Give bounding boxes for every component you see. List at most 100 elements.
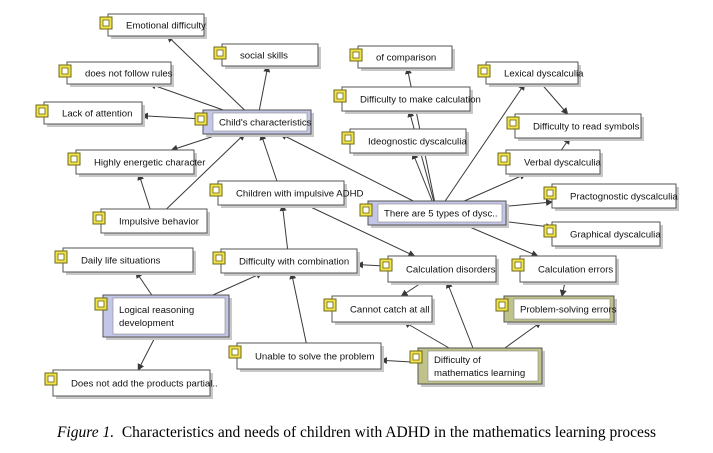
concept-icon-detail bbox=[97, 300, 105, 308]
node-label: Difficulty to read symbols bbox=[533, 122, 640, 133]
node-box bbox=[100, 208, 208, 234]
node-box bbox=[341, 86, 471, 112]
node-lexical[interactable]: Lexical dyscalculia bbox=[477, 61, 584, 87]
node-label: Practognostic dyscalculia bbox=[570, 192, 678, 203]
concept-icon-detail bbox=[362, 206, 370, 214]
node-products[interactable]: Does not add the products partial.. bbox=[44, 369, 218, 399]
node-attention[interactable]: Lack of attention bbox=[35, 101, 145, 127]
connector-five_types-to-calc_err bbox=[464, 224, 539, 257]
node-box bbox=[331, 295, 433, 323]
concept-icon-detail bbox=[95, 214, 103, 222]
node-label: Calculation disorders bbox=[406, 265, 496, 276]
node-energetic[interactable]: Highly energetic character bbox=[67, 149, 206, 177]
connector-impulsive_adhd-to-child bbox=[259, 133, 278, 182]
node-label: Cannot catch at all bbox=[350, 305, 429, 316]
node-unable[interactable]: Unable to solve the problem bbox=[228, 342, 384, 372]
node-label: Emotional difficulty bbox=[126, 21, 206, 32]
concept-icon-detail bbox=[231, 348, 239, 356]
concept-icon-detail bbox=[546, 227, 554, 235]
connector-impulsive_adhd-to-calc_dis bbox=[306, 204, 416, 257]
node-label: Lexical dyscalculia bbox=[504, 69, 584, 80]
node-label: Calculation errors bbox=[538, 265, 613, 276]
node-read-symbols[interactable]: Difficulty to read symbols bbox=[506, 113, 644, 141]
node-label: Highly energetic character bbox=[94, 158, 206, 169]
connector-five_types-to-lexical bbox=[444, 83, 526, 202]
node-label: Graphical dyscalculia bbox=[570, 230, 661, 241]
node-box bbox=[75, 149, 195, 175]
connector-child-to-attention bbox=[141, 112, 204, 120]
connector-five_types-to-verbal bbox=[464, 173, 527, 202]
concept-icon-detail bbox=[509, 119, 517, 127]
node-label: Unable to solve the problem bbox=[255, 352, 374, 363]
concept-icon-detail bbox=[352, 51, 360, 59]
node-label: Difficulty with combination bbox=[239, 257, 349, 268]
node-box bbox=[505, 149, 601, 175]
concept-icon-detail bbox=[70, 155, 78, 163]
node-verbal[interactable]: Verbal dyscalculia bbox=[497, 149, 603, 177]
node-comparison[interactable]: of comparison bbox=[349, 45, 455, 71]
concept-icon-detail bbox=[480, 67, 488, 75]
figure-caption: Figure 1. Characteristics and needs of c… bbox=[0, 424, 713, 442]
node-calc-diff[interactable]: Difficulty to make calculation bbox=[333, 86, 481, 114]
node-label: There are 5 types of dysc.. bbox=[384, 209, 498, 220]
node-label: Daily life situations bbox=[81, 256, 161, 267]
node-combination[interactable]: Difficulty with combination bbox=[212, 248, 360, 276]
node-rules[interactable]: does not follow rules bbox=[58, 61, 174, 87]
node-calc-err[interactable]: Calculation errors bbox=[511, 255, 619, 285]
node-child[interactable]: Child's characteristics bbox=[194, 109, 314, 137]
connector-math_learning-to-problem_err bbox=[504, 321, 542, 349]
concept-icon-detail bbox=[61, 67, 69, 75]
concept-icon-detail bbox=[215, 254, 223, 262]
connector-child-to-emotional bbox=[166, 35, 245, 111]
concept-icon-detail bbox=[382, 261, 390, 269]
figure-caption-text: Characteristics and needs of children wi… bbox=[121, 424, 657, 441]
node-emotional[interactable]: Emotional difficulty bbox=[99, 13, 207, 39]
connector-child-to-social bbox=[258, 65, 271, 111]
node-impulsive-beh[interactable]: Impulsive behavior bbox=[92, 208, 210, 236]
node-impulsive-adhd[interactable]: Children with impulsive ADHD bbox=[209, 180, 363, 208]
concept-icon-detail bbox=[216, 49, 224, 57]
node-label: Ideognostic dyscalculia bbox=[368, 137, 467, 148]
connector-five_types-to-practo bbox=[505, 199, 553, 207]
node-box bbox=[387, 255, 497, 283]
node-label: of comparison bbox=[376, 53, 436, 64]
concept-icon-detail bbox=[344, 134, 352, 142]
connector-unable-to-combination bbox=[289, 272, 307, 344]
node-practo[interactable]: Practognostic dyscalculia bbox=[543, 183, 679, 211]
concept-icon-detail bbox=[38, 107, 46, 115]
node-label: Lack of attention bbox=[62, 109, 132, 120]
node-label-area bbox=[377, 203, 503, 223]
connector-lexical-to-read_symbols bbox=[541, 83, 569, 115]
concept-icon-detail bbox=[412, 353, 420, 361]
node-label: Impulsive behavior bbox=[119, 217, 200, 228]
concept-icon-detail bbox=[47, 375, 55, 383]
node-five-types[interactable]: There are 5 types of dysc.. bbox=[359, 200, 509, 228]
node-box bbox=[514, 113, 642, 139]
node-box bbox=[236, 342, 382, 370]
node-daily[interactable]: Daily life situations bbox=[54, 247, 196, 275]
figure-label: Figure 1. bbox=[56, 424, 115, 441]
connector-logical-to-products bbox=[137, 336, 156, 371]
node-cannot-catch[interactable]: Cannot catch at all bbox=[323, 295, 435, 325]
node-calc-dis[interactable]: Calculation disorders bbox=[379, 255, 499, 285]
connector-five_types-to-child bbox=[279, 133, 414, 202]
node-problem-err[interactable]: Problem-solving errors bbox=[495, 295, 617, 325]
concept-map: Emotional difficulty social skills does no… bbox=[35, 13, 679, 399]
node-box bbox=[551, 183, 677, 209]
node-graphical[interactable]: Graphical dyscalculia bbox=[543, 221, 663, 249]
node-label: Children with impulsive ADHD bbox=[236, 189, 363, 200]
connector-logical-to-daily bbox=[135, 271, 153, 296]
node-label-area bbox=[112, 297, 226, 335]
connector-math_learning-to-cannot_catch bbox=[403, 321, 450, 349]
node-ideognostic[interactable]: Ideognostic dyscalculia bbox=[341, 128, 469, 156]
node-box bbox=[551, 221, 661, 247]
node-label: Does not add the products partial.. bbox=[71, 379, 218, 390]
concept-icon-detail bbox=[514, 261, 522, 269]
concept-icon-detail bbox=[102, 19, 110, 27]
node-social[interactable]: social skills bbox=[213, 43, 321, 69]
concept-icon-detail bbox=[498, 301, 506, 309]
